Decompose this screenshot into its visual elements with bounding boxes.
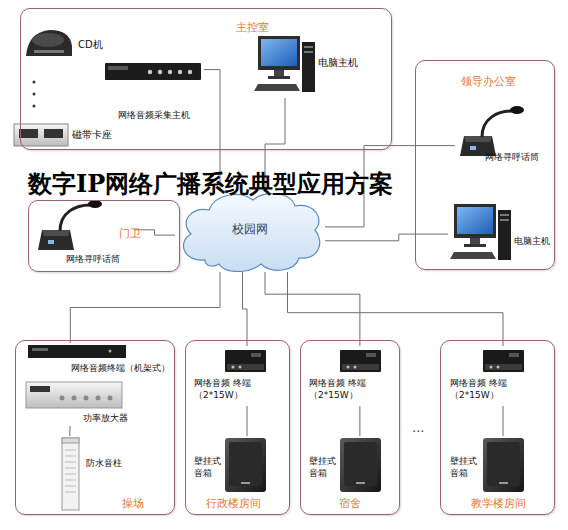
- computer-icon: [254, 36, 315, 92]
- device-label: 网络寻呼话筒: [66, 254, 120, 266]
- terminal-icon: [225, 350, 266, 372]
- network-cable: [69, 426, 70, 436]
- power-amplifier: [26, 382, 122, 408]
- network-cloud: 校园网: [175, 190, 325, 272]
- room-label: 行政楼房间: [206, 497, 261, 511]
- room-label: 主控室: [236, 21, 269, 35]
- room-box: 门卫网络寻呼话筒: [28, 200, 180, 272]
- network-cable: [325, 234, 448, 241]
- wall-speaker-icon: [483, 438, 524, 492]
- room-label: 操场: [122, 497, 144, 511]
- device-box: 网络音频终端（机架式）: [25, 343, 171, 377]
- device-box: 网络音频 终端（2*15W）: [305, 346, 395, 406]
- device-box: 壁挂式 音箱: [446, 436, 546, 496]
- device-box: 电脑主机: [252, 30, 362, 98]
- cd-player: [26, 30, 72, 56]
- rack-terminal: [28, 345, 126, 358]
- wall-speaker-icon: [340, 438, 381, 492]
- device-label: 网络音频采集主机: [104, 110, 204, 122]
- room-label: 领导办公室: [461, 75, 516, 89]
- device-box: 电脑主机: [448, 200, 553, 262]
- paging-mic-icon: [38, 200, 102, 250]
- paging-mic-icon: [460, 106, 524, 156]
- network-cable: [503, 406, 504, 436]
- network-cable: [70, 272, 220, 343]
- device-label: 网络音频 终端（2*15W）: [450, 378, 530, 401]
- device-label: 网络音频终端（机架式）: [71, 363, 170, 375]
- device-box: 网络音频 终端（2*15W）: [446, 346, 546, 406]
- room-box: 主控室 CD机网络音频采集主机磁带卡座 电脑主机: [20, 8, 392, 150]
- device-label: 功率放大器: [83, 413, 128, 425]
- room-label: 教学楼房间: [471, 497, 526, 511]
- ellipsis-label: ...: [412, 420, 424, 435]
- device-label: CD机: [78, 38, 103, 51]
- device-box: 网络音频 终端（2*15W）: [190, 346, 285, 406]
- room-box: 教学楼房间 网络音频 终端（2*15W） 壁挂式 音箱: [440, 340, 555, 515]
- device-box: 磁带卡座: [14, 112, 124, 146]
- terminal-icon: [483, 350, 524, 372]
- network-cable: [288, 272, 504, 346]
- device-box: 网络寻呼话筒: [455, 98, 550, 166]
- device-label: 壁挂式 音箱: [194, 456, 224, 479]
- room-label: 宿舍: [339, 497, 361, 511]
- device-box: 网络音频采集主机: [104, 60, 204, 124]
- device-label: 电脑主机: [514, 236, 550, 248]
- column-speaker: [62, 438, 79, 510]
- device-label: 电脑主机: [318, 56, 358, 69]
- device-box: 防水音柱: [50, 436, 140, 512]
- wall-speaker-icon: [225, 438, 266, 492]
- device-label: 防水音柱: [86, 458, 122, 470]
- room-box: 操场 网络音频终端（机架式） 功率放大器防水音柱: [15, 340, 175, 515]
- device-label: 磁带卡座: [72, 128, 112, 141]
- device-box: CD机: [22, 24, 122, 68]
- room-label: 门卫: [119, 227, 141, 241]
- device-label: 壁挂式 音箱: [450, 456, 480, 479]
- device-label: 网络音频 终端（2*15W）: [309, 378, 389, 401]
- device-label: 网络寻呼话筒: [485, 152, 539, 164]
- terminal-icon: [340, 350, 381, 372]
- audio-collector-device: [105, 63, 201, 80]
- device-box: 壁挂式 音箱: [190, 436, 285, 496]
- room-box: 领导办公室网络寻呼话筒电脑主机: [415, 60, 555, 270]
- room-box: 宿舍 网络音频 终端（2*15W） 壁挂式 音箱: [300, 340, 400, 515]
- tape-deck: [14, 124, 68, 146]
- device-label: 壁挂式 音箱: [309, 456, 339, 479]
- room-box: 行政楼房间 网络音频 终端（2*15W） 壁挂式 音箱: [185, 340, 290, 515]
- network-cable: [265, 272, 360, 346]
- network-label: 校园网: [175, 222, 325, 238]
- network-cable: [243, 272, 248, 346]
- diagram-title: 数字IP网络广播系统典型应用方案: [28, 168, 393, 200]
- device-label: 网络音频 终端（2*15W）: [194, 378, 274, 401]
- continuation-dots: [33, 81, 36, 108]
- device-box: 功率放大器: [25, 380, 155, 426]
- network-cable: [247, 406, 248, 436]
- device-box: 壁挂式 音箱: [305, 436, 395, 496]
- network-cable: [359, 406, 360, 436]
- computer-icon: [450, 204, 511, 260]
- device-box: 网络寻呼话筒: [34, 205, 134, 267]
